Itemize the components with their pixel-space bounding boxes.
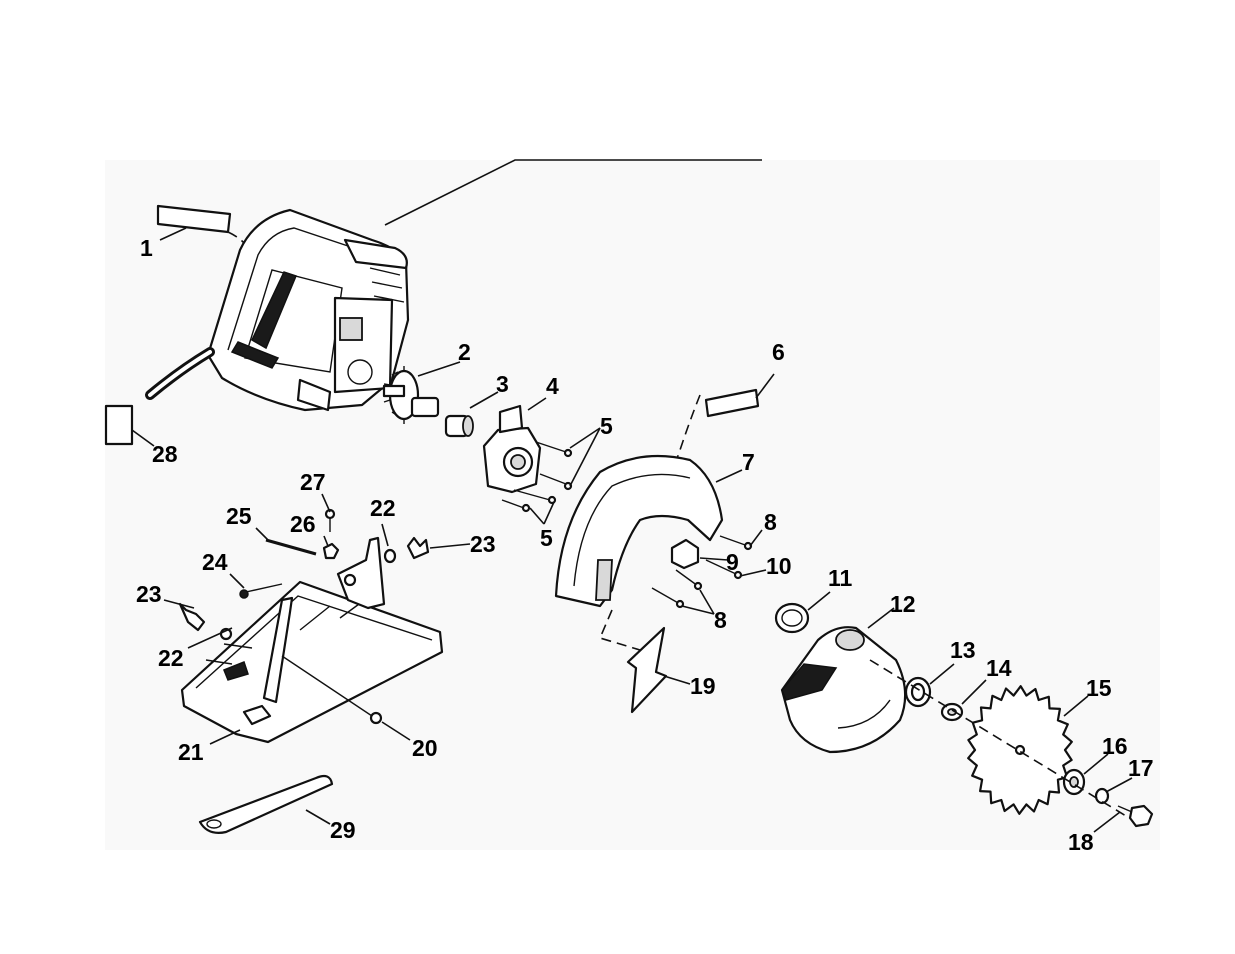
callout-4: 4 [546,373,559,399]
callout-18: 18 [1068,829,1094,855]
callout-1: 1 [140,235,153,261]
callout-23b: 23 [136,581,162,607]
callout-29: 29 [330,817,356,843]
part-16-outer-washer [1064,770,1084,794]
callout-3: 3 [496,371,509,397]
callout-13: 13 [950,637,976,663]
part-28-card [106,406,132,444]
callout-21: 21 [178,739,204,765]
callout-11: 11 [828,565,853,591]
callout-28: 28 [152,441,178,467]
part-13-washer [906,678,930,706]
part-3-bearing [446,416,473,436]
callout-6: 6 [772,339,785,365]
callout-8a: 8 [764,509,777,535]
callout-8b: 8 [714,607,727,633]
callout-10: 10 [766,553,792,579]
callout-26: 26 [290,511,316,537]
callout-2: 2 [458,339,471,365]
callout-5b: 5 [540,525,553,551]
callout-19: 19 [690,673,716,699]
callout-22b: 22 [158,645,184,671]
callout-15: 15 [1086,675,1112,701]
callout-9: 9 [726,549,739,575]
callout-27: 27 [300,469,326,495]
callout-24: 24 [202,549,228,575]
callout-20: 20 [412,735,438,761]
callout-16: 16 [1102,733,1128,759]
callout-25: 25 [226,503,252,529]
callout-7: 7 [742,449,755,475]
callout-17: 17 [1128,755,1154,781]
callout-23a: 23 [470,531,496,557]
callout-22a: 22 [370,495,396,521]
callout-5a: 5 [600,413,613,439]
part-11-spring [776,604,808,632]
callout-12: 12 [890,591,916,617]
callout-14: 14 [986,655,1012,681]
